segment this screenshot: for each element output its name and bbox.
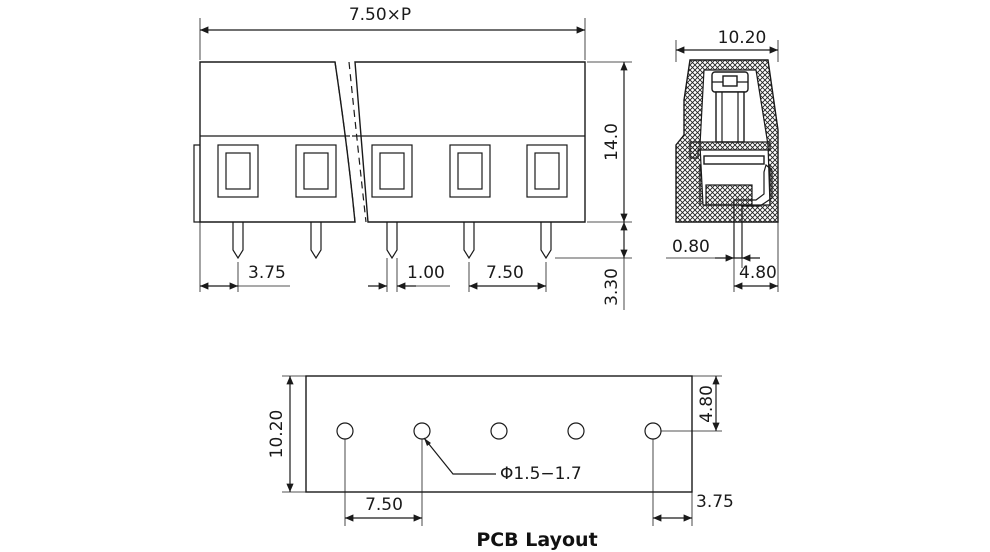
pcb-layout-title: PCB Layout <box>476 529 597 551</box>
height-label: 14.0 <box>602 123 622 161</box>
side-view: 10.20 0.80 4.80 <box>666 28 779 292</box>
hole-offset-label: 4.80 <box>697 385 717 423</box>
edge-to-pin-label: 3.75 <box>248 263 286 283</box>
pcb-outline <box>305 375 693 493</box>
width-label: 7.50×P <box>349 5 411 25</box>
pin-width-label: 1.00 <box>407 263 445 283</box>
hole-diameter-label: Φ1.5−1.7 <box>500 464 582 484</box>
pin-offset-label: 4.80 <box>739 263 777 283</box>
right-body <box>354 61 586 223</box>
pitch-label: 7.50 <box>486 263 524 283</box>
front-view: 7.50×P 3.75 <box>193 5 632 310</box>
hole <box>490 422 508 440</box>
terminal-windows <box>217 144 568 198</box>
pins <box>232 222 552 260</box>
pcb-edge-label: 3.75 <box>696 492 734 512</box>
side-width-label: 10.20 <box>718 28 767 48</box>
hole <box>567 422 585 440</box>
pcb-layout: 10.20 4.80 7.50 3.75 Φ1.5−1.7 PCB Layout <box>267 375 734 551</box>
left-body <box>199 61 356 223</box>
pcb-height-label: 10.20 <box>267 410 287 459</box>
pin-thickness-label: 0.80 <box>672 237 710 257</box>
pin-length-label: 3.30 <box>602 268 622 306</box>
pcb-pitch-label: 7.50 <box>365 495 403 515</box>
